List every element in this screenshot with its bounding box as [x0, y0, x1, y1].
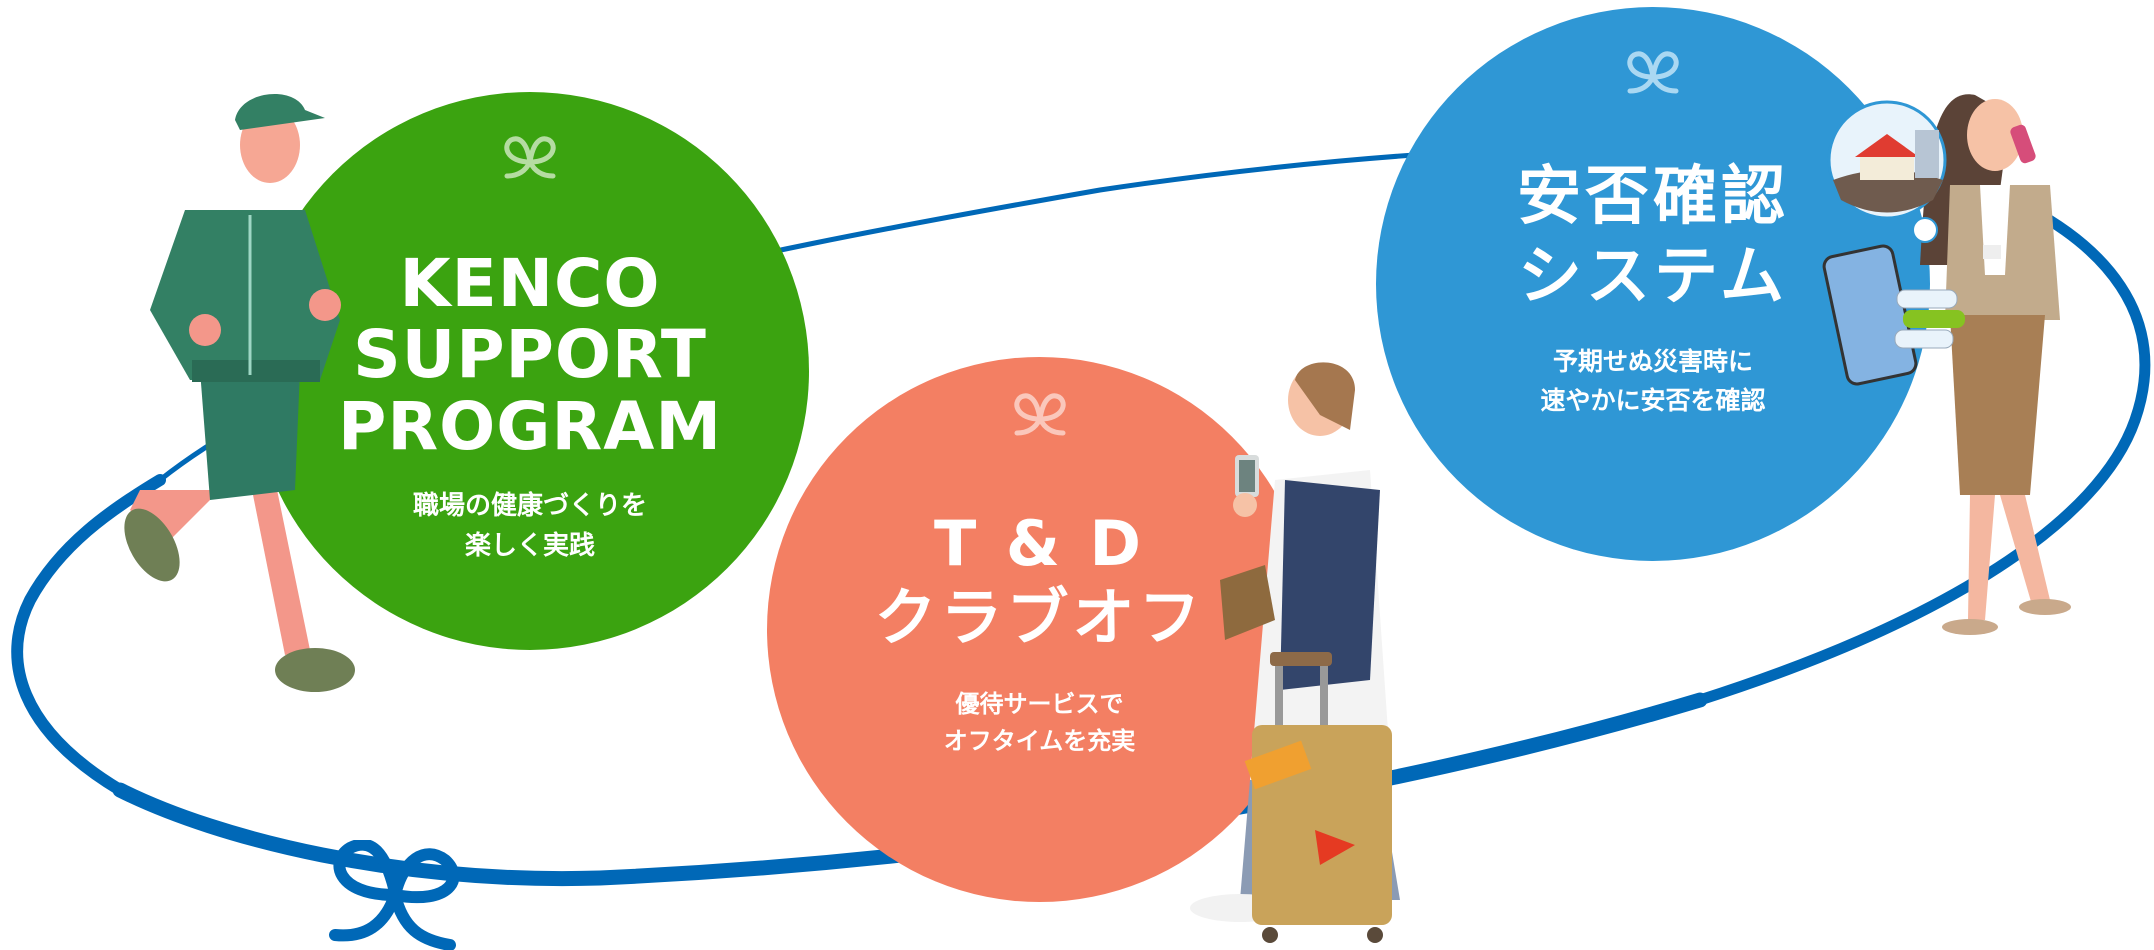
circle-title: 安否確認 システム	[1517, 160, 1789, 314]
bow-icon	[1627, 51, 1679, 94]
kenco-support-program-circle[interactable]: KENCO SUPPORT PROGRAM 職場の健康づくりを 楽しく実践	[251, 92, 809, 650]
ribbon-bow-icon	[329, 840, 460, 950]
bow-icon	[504, 136, 556, 179]
jogging-man-illustration	[124, 93, 355, 692]
circle-subtitle: 優待サービスで オフタイムを充実	[943, 689, 1136, 755]
woman-with-suitcase-illustration	[1190, 362, 1400, 943]
circle-subtitle: 予期せぬ災害時に 速やかに安否を確認	[1540, 347, 1766, 415]
circle-subtitle: 職場の健康づくりを 楽しく実践	[412, 490, 647, 562]
td-club-off-circle[interactable]: T & D クラブオフ 優待サービスで オフタイムを充実	[767, 357, 1312, 902]
disaster-thought-bubble-illustration	[1822, 100, 1965, 386]
bow-icon	[1013, 393, 1066, 436]
circle-title: T & D クラブオフ	[874, 507, 1205, 655]
woman-on-phone-illustration	[1920, 94, 2071, 635]
circle-title: KENCO SUPPORT PROGRAM	[337, 245, 723, 465]
